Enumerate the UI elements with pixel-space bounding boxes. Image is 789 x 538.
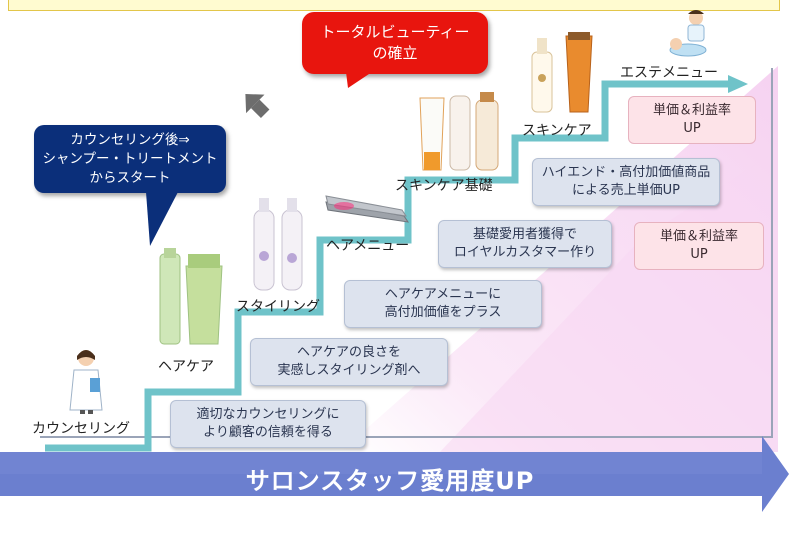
top-frame-edge — [8, 0, 780, 11]
counselor-person-icon — [66, 348, 106, 414]
note-value-add: ヘアケアメニューに 高付加価値をプラス — [344, 280, 542, 328]
skincare-basic-products-image — [418, 92, 502, 172]
note-line: 適切なカウンセリングに — [196, 407, 340, 422]
note-line: 単価＆利益率 — [652, 103, 731, 118]
note-line: より顧客の信頼を得る — [203, 425, 333, 440]
callout-red-tail — [346, 72, 372, 88]
note-trust: 適切なカウンセリングに より顧客の信頼を得る — [170, 400, 366, 448]
staircase-arrowhead — [728, 75, 748, 93]
up-arrow-icon — [245, 93, 270, 119]
styling-products-image — [250, 196, 306, 292]
note-line: 単価＆利益率 — [659, 229, 738, 244]
step-label-esthe-menu: エステメニュー — [620, 65, 718, 81]
banner-label: サロンスタッフ愛用度UP — [245, 467, 535, 495]
total-beauty-callout: トータルビューティー の確立 — [302, 12, 488, 74]
note-line: 基礎愛用者獲得で — [472, 227, 577, 242]
note-unit-price-middle: 単価＆利益率 UP — [634, 222, 764, 270]
note-line: UP — [683, 121, 701, 136]
haircare-products-image — [158, 248, 228, 346]
note-line: による売上単価UP — [572, 183, 680, 198]
callout-navy-tail — [146, 192, 178, 246]
skincare-products-image — [528, 32, 598, 114]
note-line: ヘアケアの良さを — [296, 345, 401, 360]
callout-line: からスタート — [89, 169, 171, 186]
callout-line: カウンセリング後⇒ — [70, 131, 190, 148]
callout-line: の確立 — [372, 44, 418, 62]
note-line: UP — [690, 247, 708, 262]
counseling-start-callout: カウンセリング後⇒ シャンプー・トリートメント からスタート — [34, 125, 226, 193]
esthetic-client-icon — [668, 8, 718, 62]
note-unit-price-top: 単価＆利益率 UP — [628, 96, 756, 144]
step-label-hair-menu: ヘアメニュー — [326, 238, 410, 254]
step-label-counseling: カウンセリング — [32, 421, 130, 437]
note-high-end: ハイエンド・高付加価値商品 による売上単価UP — [532, 158, 720, 206]
step-label-haircare: ヘアケア — [158, 359, 214, 375]
note-line: 高付加価値をプラス — [384, 305, 502, 320]
step-label-styling: スタイリング — [236, 299, 320, 315]
callout-line: シャンプー・トリートメント — [42, 150, 218, 167]
note-line: ヘアケアメニューに — [384, 287, 502, 302]
step-label-skincare: スキンケア — [522, 123, 592, 139]
banner-arrow — [0, 436, 789, 512]
staircase-line — [45, 80, 730, 452]
note-line: ロイヤルカスタマー作り — [453, 245, 597, 260]
hair-iron-icon — [322, 182, 412, 232]
step-label-skincare-basic: スキンケア基礎 — [395, 178, 493, 194]
note-line: ハイエンド・高付加価値商品 — [541, 165, 711, 180]
callout-line: トータルビューティー — [320, 23, 470, 41]
note-styling-agent: ヘアケアの良さを 実感しスタイリング剤へ — [250, 338, 448, 386]
note-line: 実感しスタイリング剤へ — [277, 363, 421, 378]
note-royal-customer: 基礎愛用者獲得で ロイヤルカスタマー作り — [438, 220, 612, 268]
